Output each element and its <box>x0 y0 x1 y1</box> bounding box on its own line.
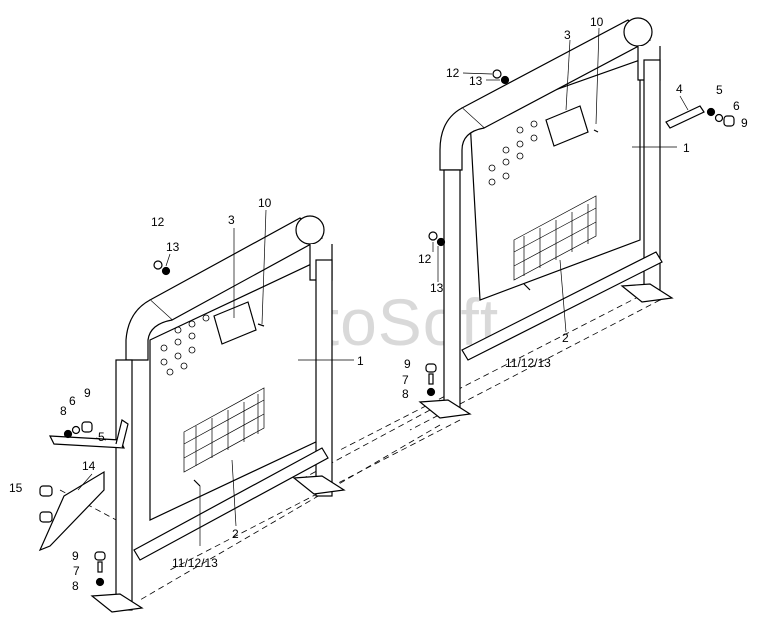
front-callout-8: 8 <box>60 404 67 418</box>
rear-cargo-net <box>513 195 597 281</box>
rear-callout-6: 6 <box>733 99 740 113</box>
front-lower-rail <box>133 447 329 561</box>
rear-callout-9b: 9 <box>404 357 411 371</box>
rear-light-box <box>545 105 589 147</box>
front-callout-2: 2 <box>232 527 239 541</box>
front-callout-11-12-13: 11/12/13 <box>172 556 218 570</box>
front-side-bracket-14 <box>38 470 105 552</box>
front-hardware <box>39 260 265 587</box>
rear-callouts: 1 2 3 4 5 6 9 10 12 13 12 13 11/12/13 9 … <box>402 15 748 401</box>
rear-callout-10: 10 <box>590 15 604 29</box>
rear-panel-holes <box>488 120 538 186</box>
rear-lower-rail <box>461 251 663 361</box>
rear-callout-11-12-13: 11/12/13 <box>505 356 551 370</box>
front-callout-8b: 8 <box>72 579 79 593</box>
front-callout-10: 10 <box>258 196 272 210</box>
rear-callout-7b: 7 <box>402 373 409 387</box>
rear-callout-2: 2 <box>562 331 569 345</box>
rear-callout-13-side: 13 <box>430 281 444 295</box>
rear-front-leg <box>443 169 461 416</box>
rear-callout-1: 1 <box>683 141 690 155</box>
rear-callout-3: 3 <box>564 28 571 42</box>
rear-callout-12-top: 12 <box>446 66 460 80</box>
rear-callout-4: 4 <box>676 82 683 96</box>
front-front-leg <box>115 359 133 611</box>
front-callout-6: 6 <box>69 394 76 408</box>
rear-hardware <box>425 69 735 397</box>
front-leaders <box>77 209 354 546</box>
rear-foot-plate-back <box>620 283 674 303</box>
front-callouts: 1 2 3 10 12 13 5 6 8 9 14 15 11/12/13 9 … <box>9 196 364 593</box>
rear-callout-5: 5 <box>716 83 723 97</box>
front-callout-15: 15 <box>9 481 23 495</box>
rear-leaders <box>432 27 689 333</box>
front-rack-assembly <box>38 209 354 613</box>
front-cargo-net <box>183 387 265 473</box>
front-back-leg <box>315 259 333 497</box>
front-bracket <box>49 435 125 449</box>
front-light-box <box>213 301 257 345</box>
front-callout-14: 14 <box>82 459 96 473</box>
front-foot-plate-back <box>292 475 346 495</box>
front-callout-7b: 7 <box>73 564 80 578</box>
front-callout-13: 13 <box>166 240 180 254</box>
front-callout-1: 1 <box>357 354 364 368</box>
rear-bracket <box>665 105 705 129</box>
rear-foot-plate-front <box>418 399 472 419</box>
front-callout-9: 9 <box>84 386 91 400</box>
front-callout-3: 3 <box>228 213 235 227</box>
rear-side-panel <box>469 59 641 301</box>
front-callout-9b: 9 <box>72 549 79 563</box>
front-foot-plate-front <box>90 593 144 613</box>
front-callout-5: 5 <box>98 430 105 444</box>
rear-rack-assembly <box>418 17 735 419</box>
rear-callout-13-top: 13 <box>469 74 483 88</box>
rear-callout-9: 9 <box>741 116 748 130</box>
front-panel-holes <box>160 314 210 376</box>
rear-callout-8b: 8 <box>402 387 409 401</box>
front-callout-12: 12 <box>151 215 165 229</box>
rear-callout-12-side: 12 <box>418 252 432 266</box>
